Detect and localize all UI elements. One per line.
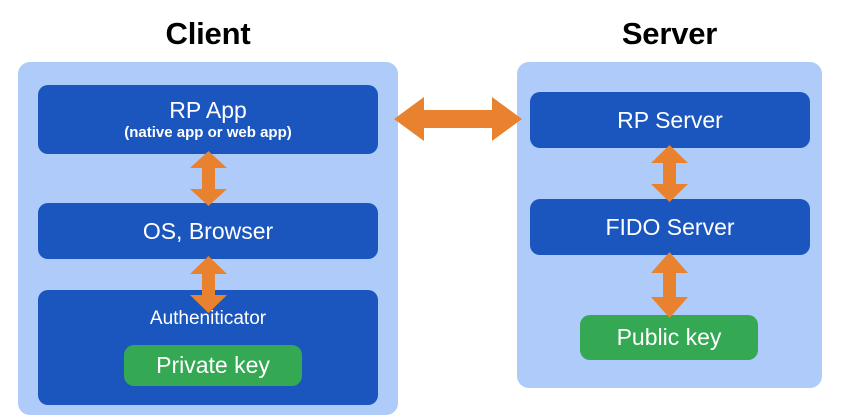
box-fido-server: FIDO Server bbox=[530, 199, 810, 255]
box-os-browser-title: OS, Browser bbox=[142, 217, 274, 244]
chip-public-key: Public key bbox=[580, 315, 758, 360]
double-arrow-vertical-icon-rpserver-fidoserver bbox=[651, 145, 688, 202]
box-rp-app-title: RP App bbox=[169, 96, 247, 123]
box-rp-server-title: RP Server bbox=[617, 106, 723, 133]
server-heading: Server bbox=[621, 16, 718, 51]
double-arrow-vertical-icon-rpapp-os bbox=[190, 151, 227, 206]
box-fido-server-title: FIDO Server bbox=[605, 213, 735, 240]
box-rp-app-subtitle: (native app or web app) bbox=[124, 123, 292, 141]
box-authenticator-title: Autheniticator bbox=[149, 308, 267, 329]
chip-private-key: Private key bbox=[124, 345, 302, 386]
box-os-browser: OS, Browser bbox=[38, 203, 378, 259]
chip-public-key-label: Public key bbox=[616, 324, 722, 350]
box-rp-app: RP App (native app or web app) bbox=[38, 85, 378, 154]
client-heading: Client bbox=[165, 16, 251, 51]
chip-private-key-label: Private key bbox=[156, 352, 270, 378]
double-arrow-vertical-icon-os-authenticator bbox=[190, 256, 227, 313]
box-rp-server: RP Server bbox=[530, 92, 810, 148]
double-arrow-horizontal-icon bbox=[394, 95, 522, 143]
double-arrow-vertical-icon-fidoserver-publickey bbox=[651, 252, 688, 318]
